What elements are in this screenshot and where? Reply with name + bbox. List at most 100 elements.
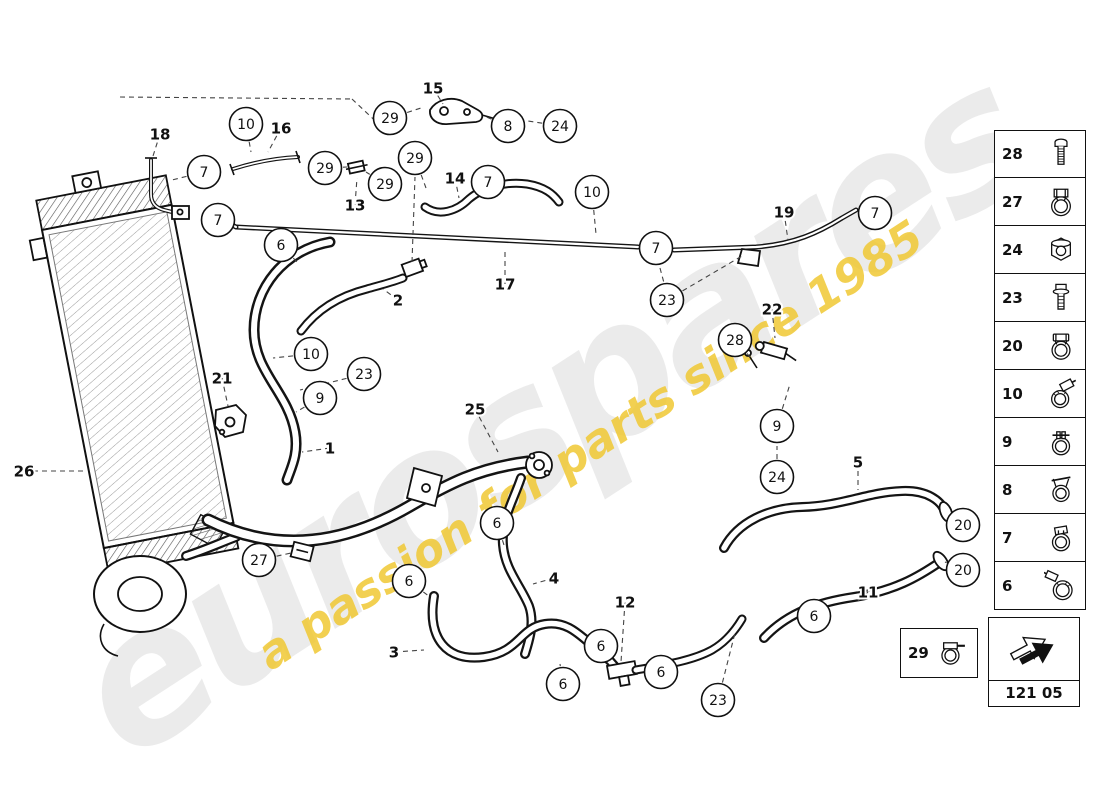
callout-6[interactable]: 6	[796, 598, 832, 634]
callout-6[interactable]: 6	[545, 666, 581, 702]
bolt-icon	[1044, 134, 1078, 174]
legend-item-6[interactable]: 6	[994, 562, 1086, 610]
callout-24[interactable]: 24	[759, 459, 795, 495]
legend-item-7[interactable]: 7	[994, 514, 1086, 562]
svg-text:6: 6	[597, 639, 606, 655]
bracket-15	[429, 97, 484, 125]
callout-23[interactable]: 23	[649, 282, 685, 318]
part-label-3[interactable]: 3	[387, 641, 401, 663]
svg-text:23: 23	[355, 367, 373, 383]
callout-23[interactable]: 23	[346, 356, 382, 392]
part-label-22[interactable]: 22	[760, 298, 785, 320]
callout-10[interactable]: 10	[228, 106, 264, 142]
clamp-icon	[936, 633, 970, 673]
part-label-25[interactable]: 25	[463, 398, 488, 420]
part-label-1[interactable]: 1	[323, 437, 337, 459]
legend-item-24[interactable]: 24	[994, 226, 1086, 274]
clip-27	[289, 540, 315, 563]
svg-text:6: 6	[493, 516, 502, 532]
diagram-code: 121 05	[989, 680, 1079, 706]
legend-item-27[interactable]: 27	[994, 178, 1086, 226]
callout-29[interactable]: 29	[372, 100, 408, 136]
callout-28[interactable]: 28	[717, 322, 753, 358]
callout-6[interactable]: 6	[643, 654, 679, 690]
part-label-18[interactable]: 18	[148, 123, 173, 145]
hose-2	[296, 273, 408, 336]
part-label-14[interactable]: 14	[443, 167, 468, 189]
part-label-17[interactable]: 17	[493, 273, 518, 295]
leader-line	[620, 601, 626, 663]
callout-29[interactable]: 29	[307, 150, 343, 186]
legend-part-number: 29	[908, 644, 929, 662]
callout-6[interactable]: 6	[263, 227, 299, 263]
leader-line	[776, 383, 791, 427]
part-label-12[interactable]: 12	[613, 591, 638, 613]
clamp-13	[345, 159, 368, 175]
callout-6[interactable]: 6	[583, 628, 619, 664]
callout-7[interactable]: 7	[470, 164, 506, 200]
clamp10-icon	[1044, 374, 1078, 414]
legend-part-number: 9	[1002, 432, 1013, 451]
dashed-link	[659, 267, 665, 284]
part-label-19[interactable]: 19	[772, 201, 797, 223]
svg-text:7: 7	[484, 175, 493, 191]
svg-text:29: 29	[376, 177, 394, 193]
legend-item-20[interactable]: 20	[994, 322, 1086, 370]
legend-part-number: 24	[1002, 240, 1023, 259]
pipe-19-bracket	[736, 248, 762, 268]
leader-line	[382, 288, 399, 301]
callout-6[interactable]: 6	[479, 505, 515, 541]
callout-9[interactable]: 9	[759, 408, 795, 444]
svg-text:9: 9	[316, 391, 325, 407]
t-fitting-12	[605, 660, 645, 687]
leader-line	[474, 408, 499, 453]
callout-29[interactable]: 29	[397, 140, 433, 176]
callout-24[interactable]: 24	[542, 108, 578, 144]
callout-7[interactable]: 7	[186, 154, 222, 190]
legend-item-29[interactable]: 29	[900, 628, 978, 678]
callout-23[interactable]: 23	[700, 682, 736, 718]
svg-text:23: 23	[709, 693, 727, 709]
legend-item-8[interactable]: 8	[994, 466, 1086, 514]
callout-7[interactable]: 7	[200, 202, 236, 238]
legend-item-23[interactable]: 23	[994, 274, 1086, 322]
diagram-nav-box[interactable]: 121 05	[988, 617, 1080, 707]
callout-27[interactable]: 27	[241, 542, 277, 578]
leader-line	[432, 87, 444, 105]
part-label-4[interactable]: 4	[547, 567, 561, 589]
legend-item-10[interactable]: 10	[994, 370, 1086, 418]
clamp27-icon	[1044, 182, 1078, 222]
callout-20[interactable]: 20	[945, 507, 981, 543]
legend-part-number: 20	[1002, 336, 1023, 355]
svg-text:29: 29	[381, 111, 399, 127]
screw-icon	[1044, 278, 1078, 318]
callout-7[interactable]: 7	[857, 195, 893, 231]
callout-6[interactable]: 6	[391, 563, 427, 599]
leader-line	[301, 447, 331, 453]
svg-text:6: 6	[277, 238, 286, 254]
svg-text:24: 24	[768, 470, 786, 486]
part-label-11[interactable]: 11	[856, 581, 881, 603]
part-label-13[interactable]: 13	[343, 194, 368, 216]
legend-part-number: 28	[1002, 145, 1023, 163]
svg-text:8: 8	[504, 119, 513, 135]
part-label-26[interactable]: 26	[12, 460, 37, 482]
callout-7[interactable]: 7	[638, 230, 674, 266]
callout-20[interactable]: 20	[945, 552, 981, 588]
leader-line	[783, 211, 789, 241]
callout-8[interactable]: 8	[490, 108, 526, 144]
part-label-15[interactable]: 15	[421, 77, 446, 99]
callout-29[interactable]: 29	[367, 166, 403, 202]
part-label-2[interactable]: 2	[391, 289, 405, 311]
part-label-21[interactable]: 21	[210, 367, 235, 389]
callout-10[interactable]: 10	[574, 174, 610, 210]
legend-item-28[interactable]: 28	[994, 130, 1086, 178]
part-label-16[interactable]: 16	[269, 117, 294, 139]
svg-text:7: 7	[200, 165, 209, 181]
svg-text:29: 29	[316, 161, 334, 177]
part-label-5[interactable]: 5	[851, 451, 865, 473]
legend-item-9[interactable]: 9	[994, 418, 1086, 466]
callout-10[interactable]: 10	[293, 336, 329, 372]
callout-9[interactable]: 9	[302, 380, 338, 416]
